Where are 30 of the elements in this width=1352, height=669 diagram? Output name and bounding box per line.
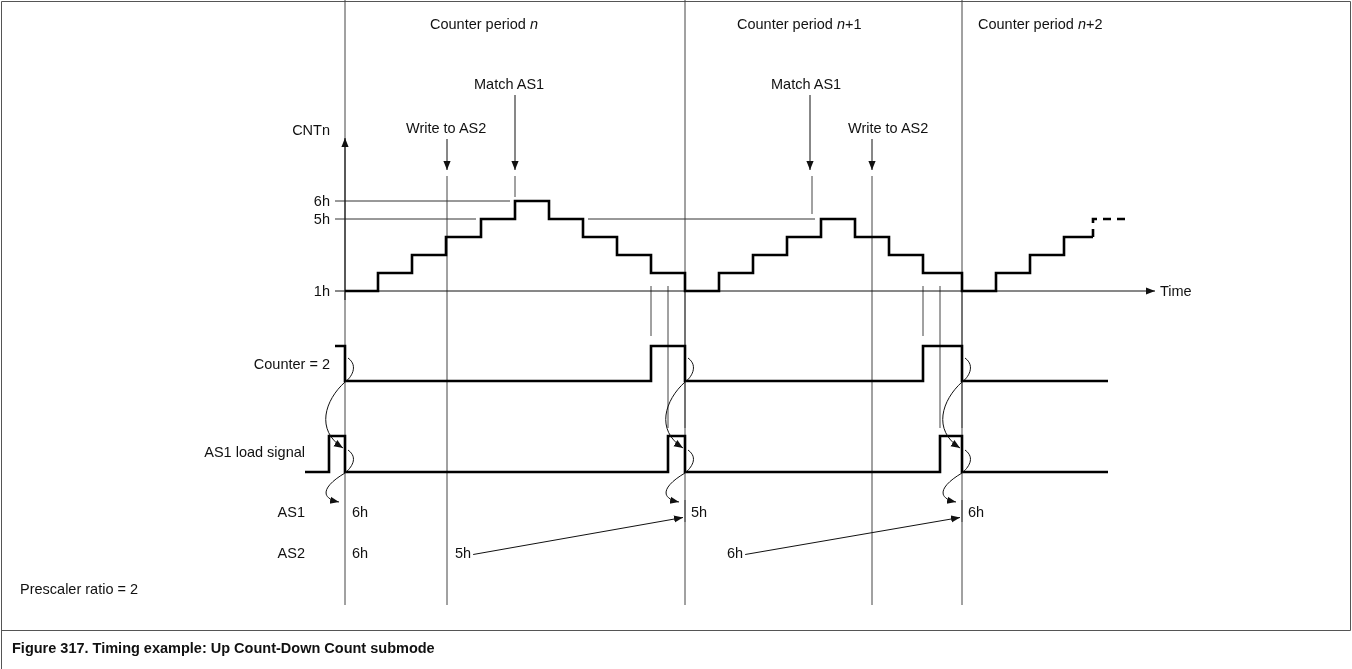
register-value: 6h bbox=[352, 504, 369, 521]
register-value: 5h bbox=[455, 545, 472, 562]
tick-label: 5h bbox=[313, 211, 330, 228]
annotation-text: Match AS1 bbox=[474, 76, 545, 93]
axis-label: Time bbox=[1160, 283, 1192, 300]
tick-label: 1h bbox=[313, 283, 330, 300]
period-label: Counter period n+1 bbox=[737, 16, 862, 33]
event-arrow bbox=[443, 138, 451, 171]
period-label: Counter period n+2 bbox=[978, 16, 1103, 33]
annotation-text: Match AS1 bbox=[771, 76, 842, 93]
annotation-text: Write to AS2 bbox=[848, 120, 929, 137]
register-value: 6h bbox=[352, 545, 369, 562]
register-value: 6h bbox=[968, 504, 985, 521]
axis-label: CNTn bbox=[292, 122, 330, 139]
register-value: 5h bbox=[691, 504, 708, 521]
signal-label: AS1 load signal bbox=[204, 444, 305, 461]
transfer-arrow bbox=[472, 515, 684, 555]
signal-label: Counter = 2 bbox=[253, 356, 330, 373]
signal-label: AS2 bbox=[277, 545, 305, 562]
transfer-arrow bbox=[744, 515, 961, 555]
note-text: Prescaler ratio = 2 bbox=[20, 581, 139, 598]
period-label: Counter period n bbox=[430, 16, 539, 33]
event-arrow bbox=[511, 94, 519, 171]
register-value: 6h bbox=[727, 545, 744, 562]
annotation-text: Write to AS2 bbox=[406, 120, 487, 137]
tick-label: 6h bbox=[313, 193, 330, 210]
event-arrow bbox=[868, 138, 876, 171]
figure-caption: Figure 317. Timing example: Up Count-Down Count submode bbox=[12, 640, 435, 656]
event-arrow bbox=[806, 94, 814, 171]
signal-label: AS1 bbox=[277, 504, 305, 521]
